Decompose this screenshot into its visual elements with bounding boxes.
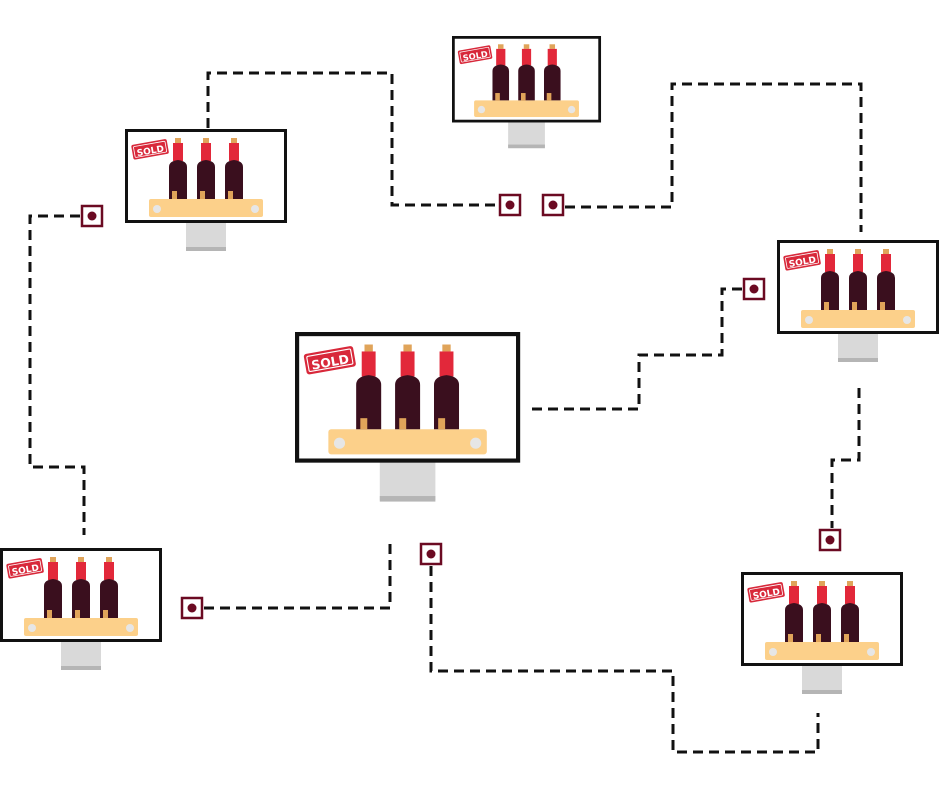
monitor-bottom-right: SOLD: [741, 572, 903, 696]
sold-badge: SOLD: [462, 49, 489, 63]
sold-badge: SOLD: [11, 563, 40, 578]
monitor-right: SOLD: [777, 240, 939, 364]
connection-node: [419, 542, 443, 566]
link-center-top-to-right-top: [565, 82, 863, 232]
sold-badge: SOLD: [752, 587, 781, 602]
link-center-to-bottom-right: [429, 566, 820, 754]
connection-node: [498, 193, 522, 217]
connection-node: [742, 277, 766, 301]
connection-node: [180, 596, 204, 620]
link-right-to-bottom-right: [830, 388, 861, 528]
link-top-left-to-center-top: [206, 71, 498, 207]
sold-badge: SOLD: [310, 351, 350, 372]
connection-node: [818, 528, 842, 552]
connection-lines: [28, 71, 863, 754]
link-bottom-left-to-center: [204, 542, 392, 610]
monitor-top-center: SOLD: [452, 36, 602, 150]
monitor-bottom-left: SOLD: [0, 548, 162, 672]
connection-node: [80, 204, 104, 228]
sold-badge: SOLD: [788, 255, 817, 270]
connection-node: [541, 193, 565, 217]
monitor-center: SOLD: [297, 334, 518, 501]
link-center-to-right: [532, 287, 742, 411]
monitor-top-left: SOLD: [125, 129, 287, 253]
sold-badge: SOLD: [136, 144, 165, 159]
link-left-node-to-bottom-left: [28, 214, 86, 535]
